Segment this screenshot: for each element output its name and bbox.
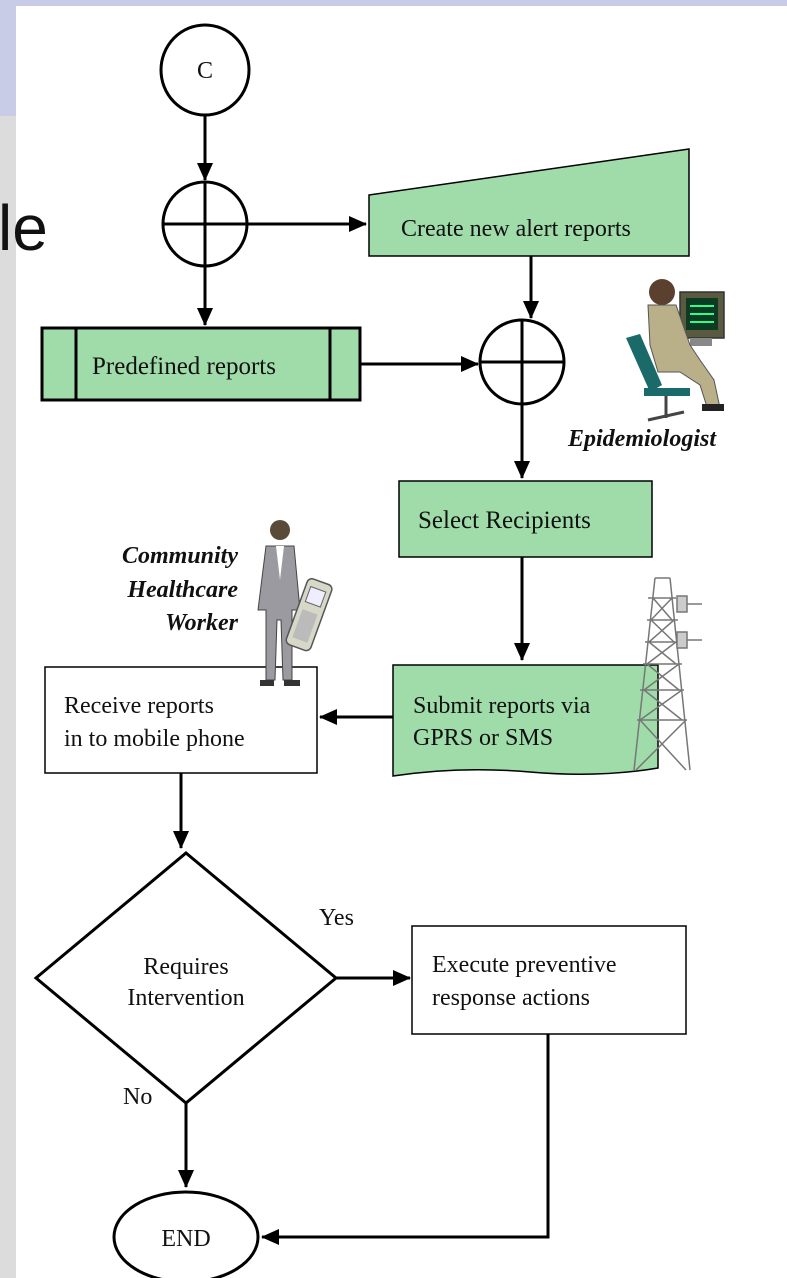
decision-line1: Requires [143, 954, 228, 980]
end-label: END [161, 1226, 210, 1252]
receive-reports-line2: in to mobile phone [64, 726, 245, 752]
cell-tower-icon [633, 577, 702, 771]
connector-c-label: C [197, 58, 213, 84]
role-epidemiologist: Epidemiologist [567, 426, 717, 452]
connector-c: C [159, 23, 251, 117]
create-alert-reports-label: Create new alert reports [401, 216, 631, 242]
role-chw-line3: Worker [165, 610, 239, 636]
role-chw-line1: Community [122, 543, 238, 569]
slide-left-margin [0, 116, 16, 1278]
role-chw-line2: Healthcare [126, 577, 238, 603]
no-label: No [123, 1084, 152, 1110]
predefined-reports-label: Predefined reports [92, 353, 276, 380]
slide-header-band [0, 6, 16, 116]
execute-actions-box: Execute preventive response actions [411, 925, 687, 1035]
yes-label: Yes [319, 905, 354, 931]
health-worker-icon [257, 520, 333, 686]
junction-1 [161, 180, 249, 268]
end-terminator: END [112, 1190, 260, 1278]
junction-2 [478, 318, 566, 406]
slide-title-fragment: le [0, 192, 48, 264]
epidemiologist-icon [626, 279, 725, 422]
predefined-reports-box: Predefined reports [40, 326, 362, 402]
create-alert-reports-box: Create new alert reports [368, 148, 690, 257]
select-recipients-label: Select Recipients [418, 507, 591, 534]
execute-actions-line2: response actions [432, 985, 590, 1011]
decision-line2: Intervention [127, 985, 244, 1011]
slide-top-bar [0, 0, 787, 6]
receive-reports-line1: Receive reports [64, 693, 214, 719]
arrow-execute-to-end [261, 1034, 550, 1245]
select-recipients-box: Select Recipients [398, 480, 653, 558]
submit-reports-line1: Submit reports via [413, 693, 591, 719]
receive-reports-box: Receive reports in to mobile phone [44, 666, 318, 774]
submit-reports-box: Submit reports via GPRS or SMS [392, 664, 659, 777]
role-chw: Community Healthcare Worker [122, 543, 239, 636]
decision-diamond: Requires Intervention [33, 851, 339, 1105]
submit-reports-line2: GPRS or SMS [413, 725, 553, 751]
execute-actions-line1: Execute preventive [432, 952, 617, 978]
